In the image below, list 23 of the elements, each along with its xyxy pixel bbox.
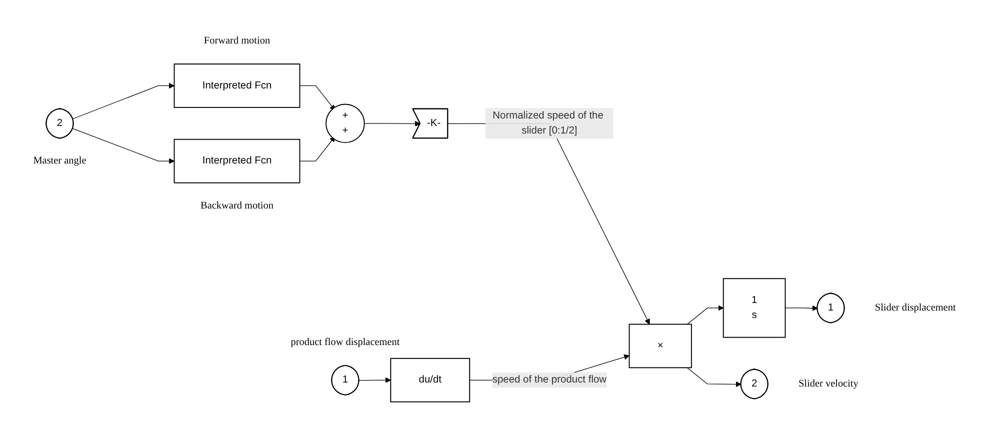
edge-label: speed of the product flow (492, 374, 607, 386)
node-label: Slider velocity (798, 378, 858, 390)
arrow (72, 82, 174, 120)
node-box: Interpreted Fcn (174, 64, 300, 108)
node-label: Backward motion (200, 200, 274, 211)
arrow (299, 136, 336, 162)
arrow (299, 85, 336, 111)
node-label: product flow displacement (290, 336, 400, 348)
node-box: 1 s (722, 278, 786, 338)
arrow (686, 367, 742, 388)
node-label: Forward motion (204, 35, 270, 46)
node-circle: + + (326, 104, 365, 144)
node-box: Interpreted Fcn (174, 138, 300, 184)
arrow (784, 305, 818, 311)
arrow (686, 305, 724, 325)
node-label: Slider displacement (874, 302, 956, 314)
arrow (72, 128, 174, 164)
arrow (358, 377, 391, 383)
arrow (364, 120, 421, 126)
node-label: Master angle (33, 155, 86, 166)
edge-label: Normalized speed of the slider [0:1/2] (492, 110, 604, 136)
node-box: × (628, 324, 692, 368)
node-box: du/dt (390, 358, 470, 402)
